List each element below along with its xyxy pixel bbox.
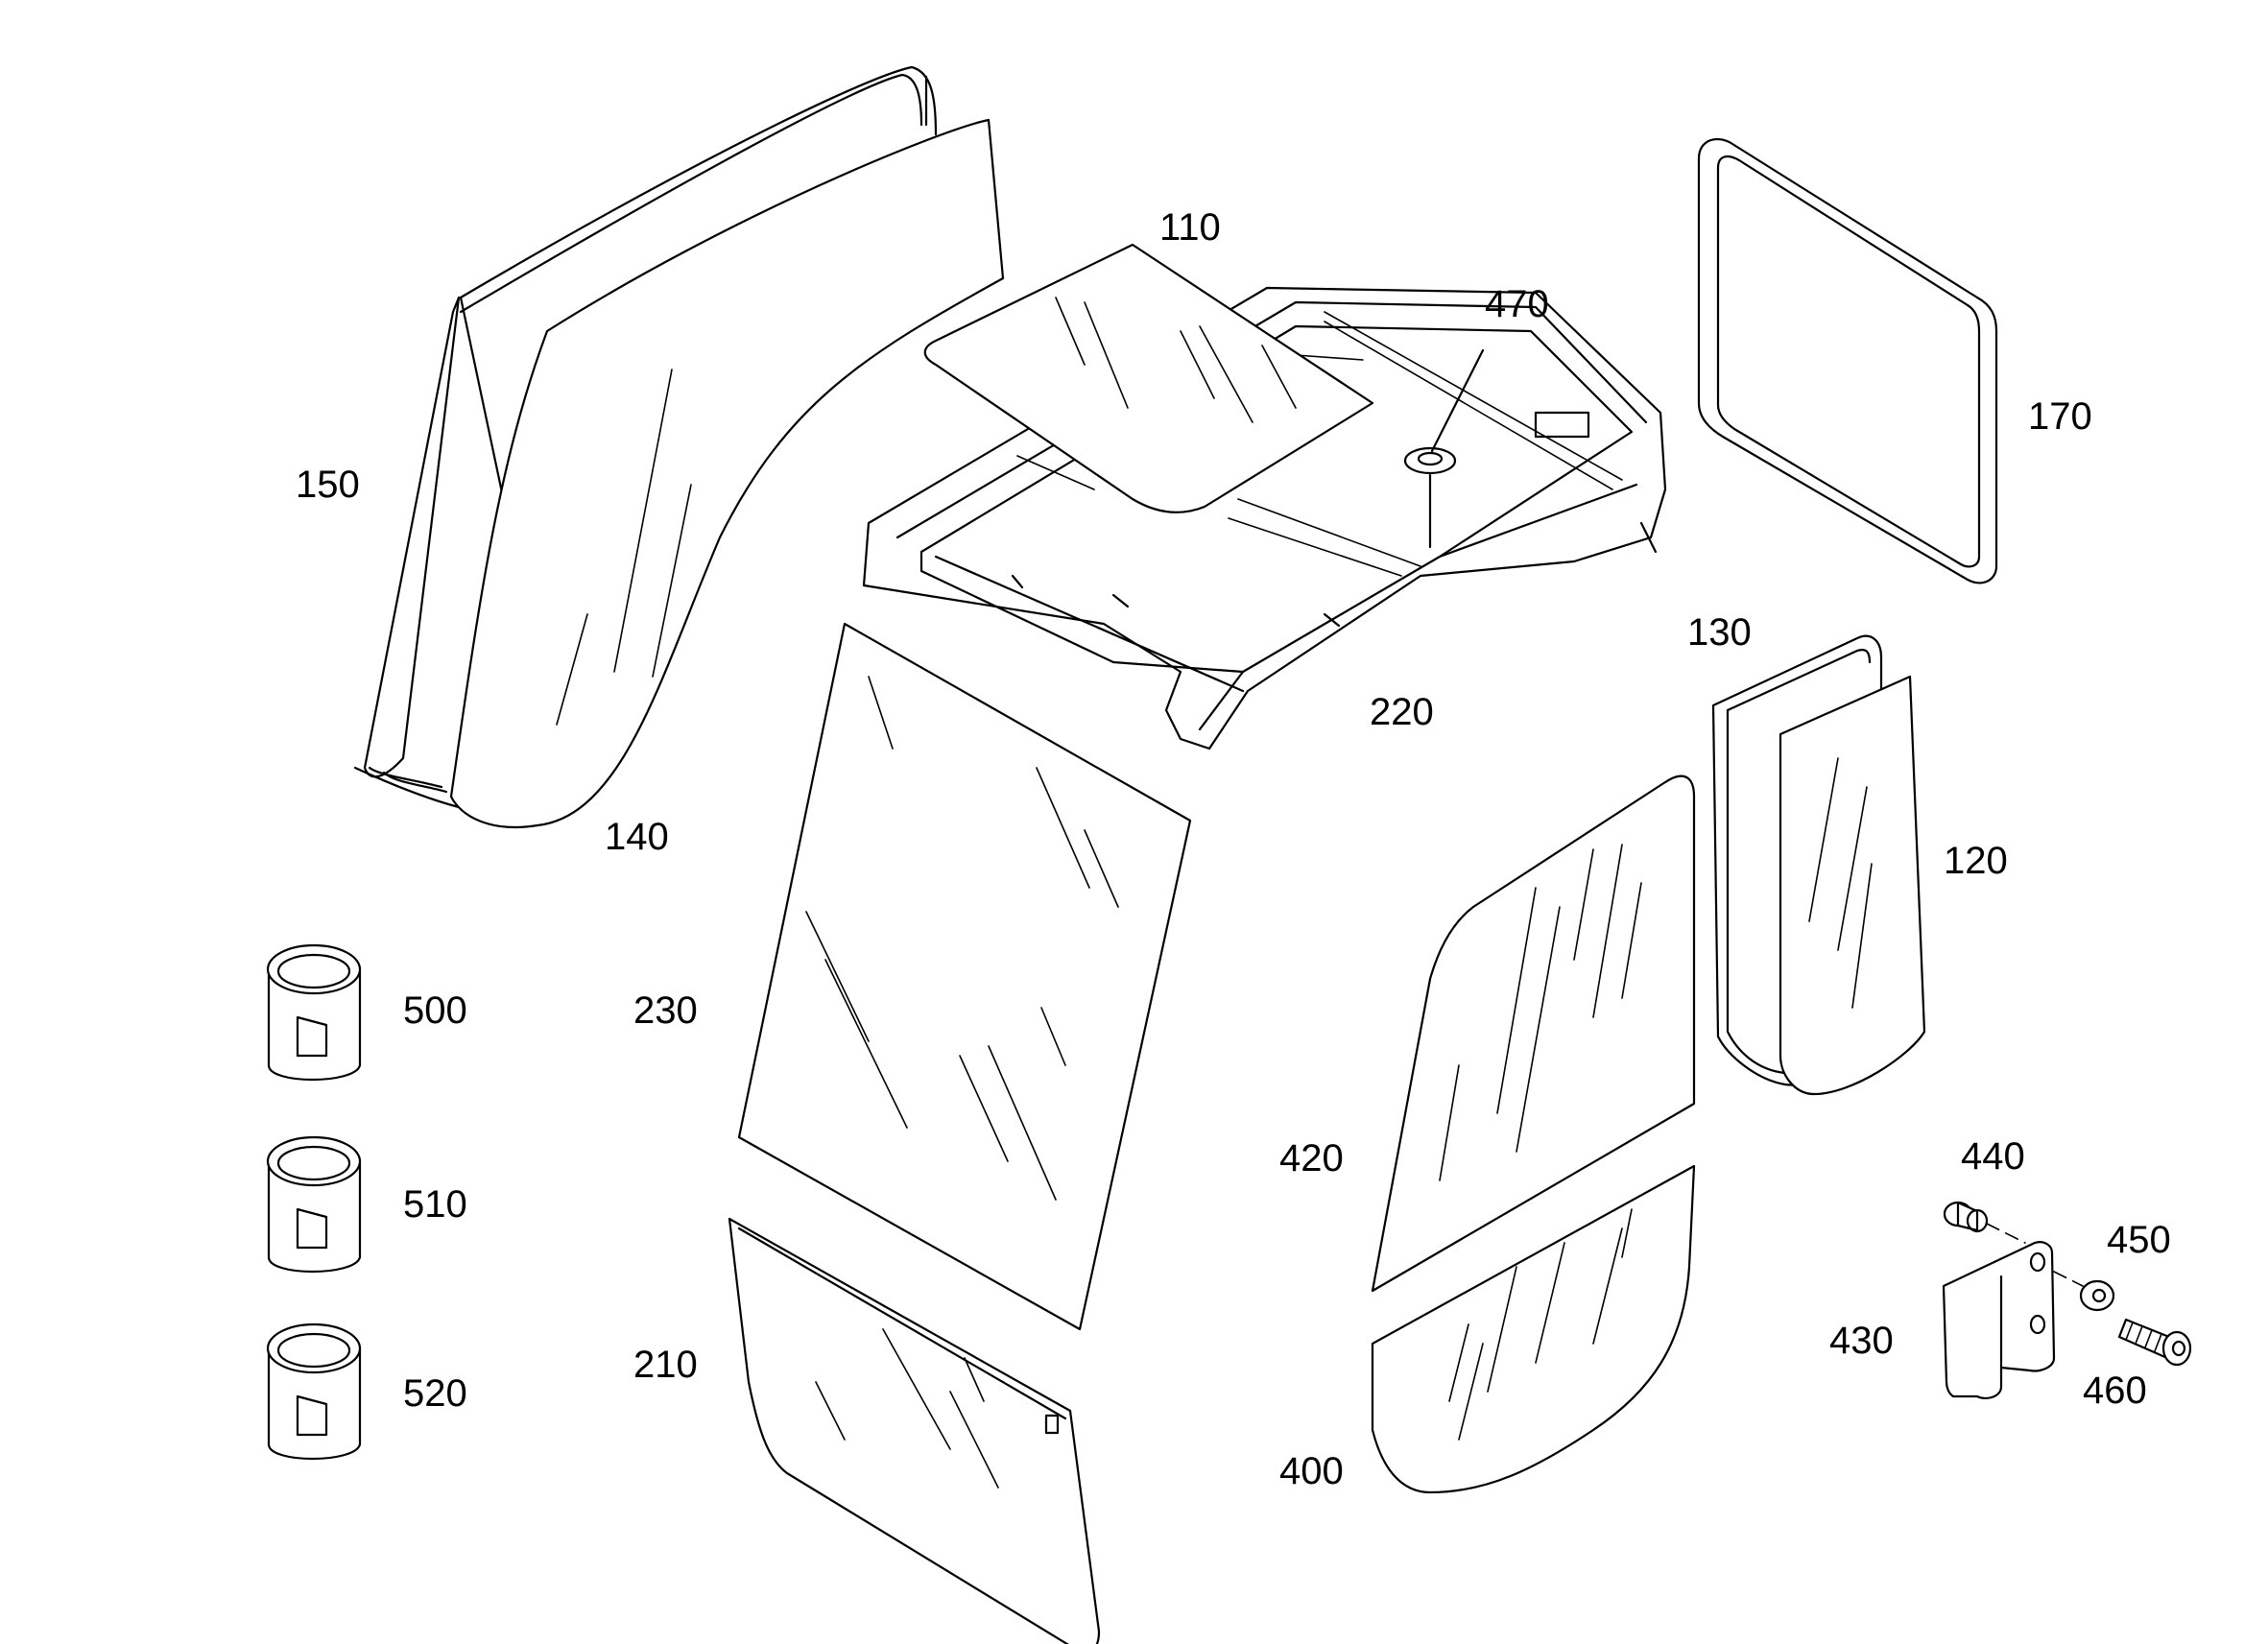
callout-460: 460 xyxy=(2083,1370,2147,1412)
callout-110: 110 xyxy=(1159,206,1221,249)
glass-400 xyxy=(1371,1164,1696,1494)
bolt-460 xyxy=(2117,1318,2192,1367)
callout-170: 170 xyxy=(2028,395,2092,438)
callout-230: 230 xyxy=(633,989,698,1032)
can-520 xyxy=(266,1322,362,1461)
callout-150: 150 xyxy=(296,464,360,506)
callout-220: 220 xyxy=(1370,691,1434,733)
callout-450: 450 xyxy=(2107,1219,2171,1261)
callout-440: 440 xyxy=(1961,1135,2025,1178)
callout-210: 210 xyxy=(633,1344,698,1386)
plug-470 xyxy=(1403,348,1485,549)
glass-110 xyxy=(923,243,1374,513)
callout-420: 420 xyxy=(1279,1137,1344,1179)
bracket-430 xyxy=(1942,1241,2056,1400)
callout-520: 520 xyxy=(403,1372,467,1415)
glass-140 xyxy=(449,118,1005,829)
callout-500: 500 xyxy=(403,989,467,1032)
glass-230 xyxy=(737,622,1192,1331)
glass-120 xyxy=(1779,675,1926,1096)
callout-400: 400 xyxy=(1279,1450,1344,1492)
glass-210 xyxy=(728,1217,1101,1644)
callout-510: 510 xyxy=(403,1183,467,1226)
can-500 xyxy=(266,943,362,1082)
bushing-440 xyxy=(1943,1201,2026,1244)
can-510 xyxy=(266,1135,362,1274)
callout-130: 130 xyxy=(1687,611,1752,654)
callout-430: 430 xyxy=(1829,1320,1894,1362)
callout-120: 120 xyxy=(1944,840,2008,882)
glass-420 xyxy=(1371,774,1696,1293)
callout-140: 140 xyxy=(605,816,669,858)
washer-450 xyxy=(2053,1271,2115,1312)
callout-470: 470 xyxy=(1485,283,1549,325)
seal-170 xyxy=(1697,137,1998,584)
